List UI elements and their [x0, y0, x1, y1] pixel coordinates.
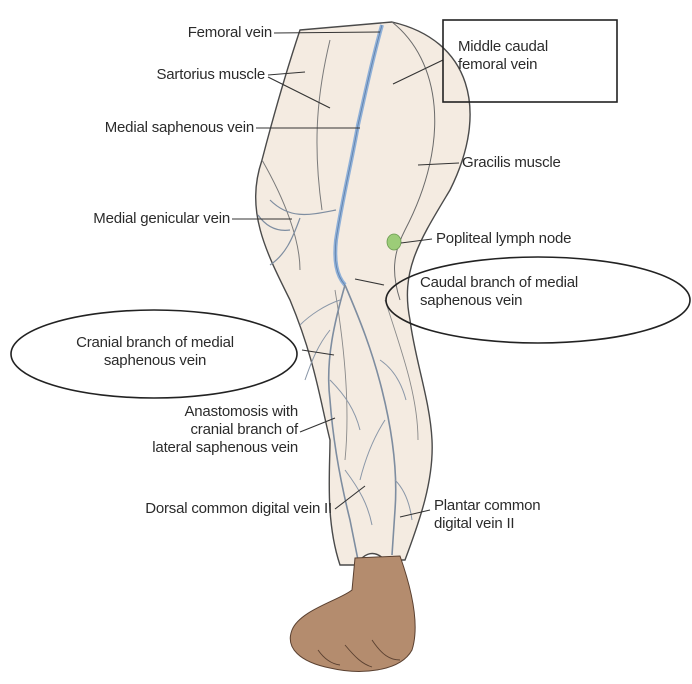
- label-middle-caudal-femoral-vein: Middle caudal femoral vein: [458, 38, 608, 74]
- label-plantar-common-digital-vein: Plantar common digital vein II: [434, 497, 624, 533]
- label-femoral-vein: Femoral vein: [100, 24, 272, 42]
- popliteal-lymph-node: [387, 234, 401, 250]
- label-cranial-branch: Cranial branch of medial saphenous vein: [20, 334, 290, 370]
- label-sartorius-muscle: Sartorius muscle: [60, 66, 265, 84]
- label-gracilis-muscle: Gracilis muscle: [462, 154, 642, 172]
- label-medial-saphenous-vein: Medial saphenous vein: [10, 119, 254, 137]
- label-anastomosis: Anastomosis with cranial branch of later…: [60, 403, 298, 457]
- label-caudal-branch: Caudal branch of medial saphenous vein: [420, 274, 670, 310]
- label-popliteal-lymph-node: Popliteal lymph node: [436, 230, 646, 248]
- label-dorsal-common-digital-vein: Dorsal common digital vein II: [20, 500, 332, 518]
- label-medial-genicular-vein: Medial genicular vein: [4, 210, 230, 228]
